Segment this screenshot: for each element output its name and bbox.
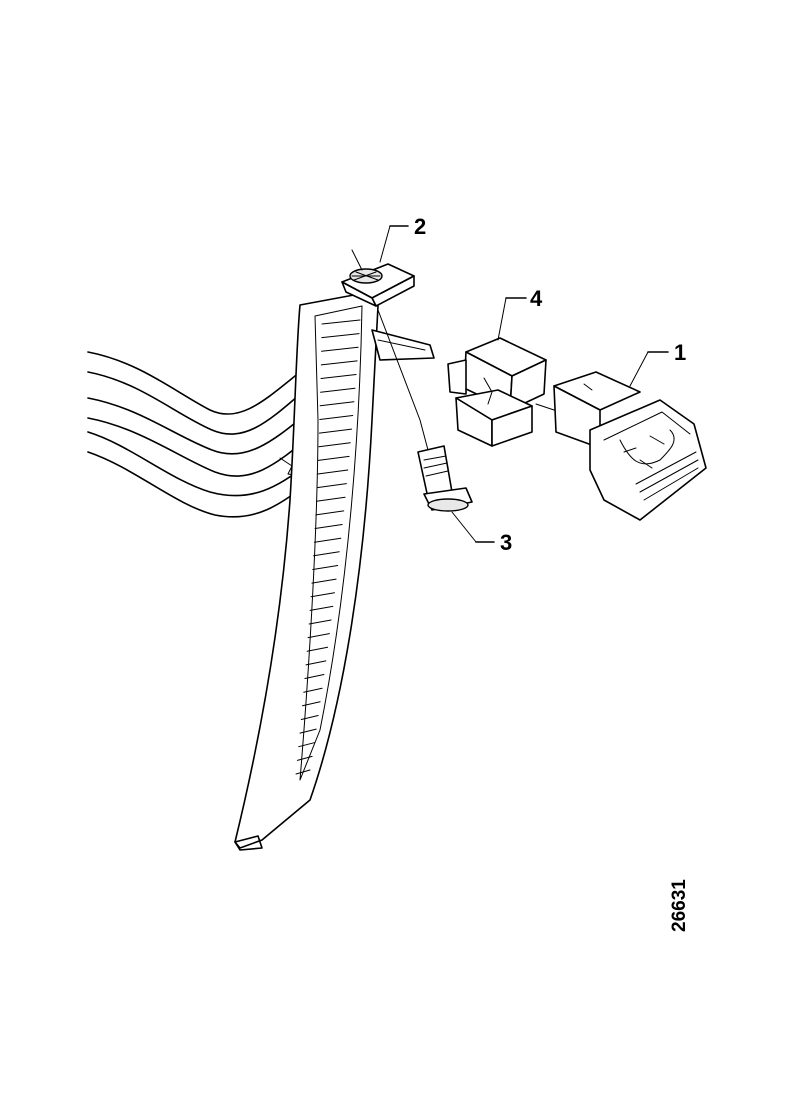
grille-slat xyxy=(316,496,346,502)
grille-slats xyxy=(295,319,361,775)
grille-slat xyxy=(296,755,313,761)
mounting-bracket xyxy=(371,329,435,361)
grille-slat xyxy=(304,674,325,679)
grille-slat xyxy=(320,360,358,366)
grille-slat xyxy=(310,592,335,598)
grille-slat xyxy=(318,442,351,448)
grille-slat xyxy=(298,742,315,748)
callout-1-label: 1 xyxy=(674,340,686,365)
grille-slat xyxy=(314,524,343,529)
callout-leaders xyxy=(379,225,669,543)
callout-3-label: 3 xyxy=(500,530,512,555)
grille-slat xyxy=(320,387,356,393)
grille-slat xyxy=(318,428,353,434)
grille-slat xyxy=(295,769,311,775)
grille-slat xyxy=(313,537,342,543)
grille-slat xyxy=(319,415,354,420)
grille-slat xyxy=(308,619,332,625)
grille-slat xyxy=(321,319,361,325)
callout-2-label: 2 xyxy=(414,214,426,239)
part-2-clip xyxy=(341,249,415,307)
grille-slat xyxy=(316,483,347,489)
grille-slat xyxy=(312,565,339,570)
grille-slat xyxy=(319,401,355,407)
part-3-bulb-holder xyxy=(377,309,473,512)
grille-slat xyxy=(306,646,329,652)
grille-slat xyxy=(321,333,360,339)
grille-slat xyxy=(302,701,321,707)
grille-slat xyxy=(311,578,337,584)
grille-slat xyxy=(317,455,350,461)
grille-slat xyxy=(307,633,330,639)
reference-number: 26631 xyxy=(669,879,690,932)
grille-slat xyxy=(309,605,334,611)
grille-slat xyxy=(305,660,327,666)
part-1-lamp-unit xyxy=(553,371,707,521)
grille-slat xyxy=(321,346,359,352)
grille-slat xyxy=(299,728,317,734)
grille-slat xyxy=(313,551,340,557)
air-vent-grille xyxy=(234,291,379,851)
grille-slat xyxy=(300,715,319,720)
grille-slat xyxy=(303,687,323,693)
grille-slat xyxy=(320,374,357,379)
cable-bundle xyxy=(87,351,313,518)
part-4-connector xyxy=(447,337,561,447)
grille-slat xyxy=(315,510,345,516)
callout-4-label: 4 xyxy=(530,286,543,311)
grille-slat xyxy=(317,469,349,475)
